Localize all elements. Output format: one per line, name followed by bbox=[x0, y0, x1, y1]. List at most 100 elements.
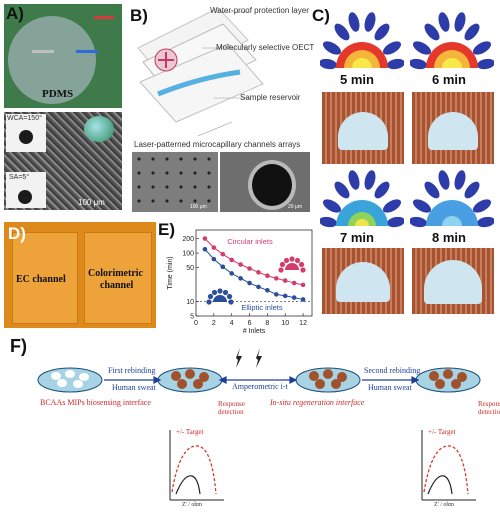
arrows bbox=[104, 376, 420, 384]
colorimetric-text-2: channel bbox=[100, 280, 134, 291]
x-tick-label: 4 bbox=[230, 320, 234, 327]
data-point bbox=[282, 293, 288, 299]
electrode-1 bbox=[37, 367, 103, 393]
panel-d: D) EC channel Colorimetric channel bbox=[4, 222, 156, 328]
pdms-label: PDMS bbox=[42, 88, 74, 100]
device-schematic bbox=[137, 7, 264, 137]
data-point bbox=[220, 264, 226, 270]
ec-channel-text: EC channel bbox=[16, 274, 66, 285]
flower-sim-5 bbox=[320, 12, 404, 70]
electrode-4 bbox=[415, 367, 481, 393]
time-label-5: 5 min bbox=[340, 72, 374, 87]
panel-e-label: E) bbox=[158, 220, 175, 239]
series-label: Circular inlets bbox=[227, 237, 273, 246]
elliptic-inlet-icon bbox=[206, 288, 234, 305]
data-point bbox=[211, 245, 217, 250]
data-point bbox=[265, 287, 270, 293]
photo-5min-drop bbox=[338, 112, 388, 150]
red-marker bbox=[94, 16, 114, 19]
gray-marker bbox=[32, 50, 54, 53]
series-label: Elliptic inlets bbox=[241, 303, 283, 312]
panel-a: PDMS A) WCA=150° SA=5° 100 μm bbox=[4, 4, 126, 210]
panel-a-label: A) bbox=[6, 4, 24, 23]
photo-6min-drop bbox=[428, 112, 478, 150]
x-tick-label: 8 bbox=[265, 320, 269, 327]
data-point bbox=[238, 276, 243, 281]
xaxis-text-1: Z' / ohm bbox=[182, 502, 203, 508]
data-point bbox=[229, 271, 234, 276]
wca-text: WCA=150° bbox=[7, 115, 42, 122]
data-point bbox=[291, 295, 297, 300]
data-point bbox=[274, 292, 279, 297]
panel-b-label: B) bbox=[130, 6, 148, 25]
panel-f: F) bbox=[0, 336, 500, 514]
x-tick-label: 6 bbox=[248, 320, 252, 327]
y-tick-label: 100 bbox=[182, 251, 194, 258]
y-tick-label: 10 bbox=[186, 299, 194, 306]
water-droplet bbox=[84, 116, 114, 142]
pdms-circle bbox=[8, 16, 96, 104]
regeneration-scheme bbox=[37, 348, 481, 393]
second-rebinding-text: Second rebinding bbox=[364, 366, 421, 375]
circular-inlet-icon bbox=[278, 256, 306, 273]
layer-label-4: Laser-patterned microcapillary channels … bbox=[134, 140, 301, 149]
xaxis-text-2: Z' / ohm bbox=[434, 502, 455, 508]
sem-pore bbox=[248, 160, 296, 210]
data-point bbox=[300, 282, 306, 288]
human-sweat-text-1: Human sweat bbox=[112, 383, 156, 392]
y-tick-label: 50 bbox=[186, 265, 194, 272]
scale-a: 100 μm bbox=[78, 198, 105, 207]
flower-sim-6 bbox=[410, 12, 494, 70]
data-point bbox=[211, 256, 217, 262]
photo-8min-drop bbox=[424, 260, 482, 304]
interface-mid-text: In-situ regeneration interface bbox=[270, 398, 365, 407]
target-text-1: +/- Target bbox=[176, 428, 204, 436]
flower-sim-7 bbox=[320, 170, 404, 228]
data-point bbox=[247, 266, 252, 271]
layer-label-2: Molecularly selective OECT bbox=[216, 43, 315, 52]
data-point bbox=[229, 257, 234, 263]
interface-left-text: BCAAs MIPs biosensing interface bbox=[40, 398, 151, 407]
data-point bbox=[265, 273, 270, 279]
x-tick-label: 0 bbox=[194, 320, 198, 327]
wca-droplet bbox=[19, 130, 33, 144]
ec-channel-chip bbox=[12, 232, 78, 324]
target-text-2: +/- Target bbox=[428, 428, 456, 436]
layer-label-1: Water-proof protection layer bbox=[210, 6, 309, 15]
response-text-2: Response detection bbox=[478, 400, 500, 416]
x-axis-label: # Inlets bbox=[243, 328, 266, 334]
human-sweat-text-2: Human sweat bbox=[368, 383, 412, 392]
panel-f-label: F) bbox=[10, 336, 27, 356]
photo-7min-drop bbox=[336, 262, 390, 302]
x-tick-label: 10 bbox=[281, 320, 289, 327]
time-label-6: 6 min bbox=[432, 72, 466, 87]
electrode-3 bbox=[295, 367, 361, 393]
data-point bbox=[291, 280, 297, 286]
sem-right-scale: 20 μm bbox=[288, 204, 302, 210]
panel-c: C) 5 min 6 min bbox=[312, 0, 500, 314]
panel-b: B) Water-proof protection layer Molecula… bbox=[128, 0, 318, 214]
layer-label-3: Sample reservoir bbox=[240, 93, 301, 102]
data-point bbox=[238, 262, 243, 267]
x-tick-label: 2 bbox=[212, 320, 216, 327]
data-point bbox=[202, 246, 208, 252]
y-tick-label: 200 bbox=[182, 236, 194, 243]
oect-element bbox=[154, 48, 178, 72]
nyquist-plot-1 bbox=[169, 430, 224, 501]
colorimetric-text-1: Colorimetric bbox=[88, 268, 143, 279]
electrode-2 bbox=[157, 367, 223, 393]
data-point bbox=[256, 284, 261, 290]
data-point bbox=[300, 297, 306, 302]
data-point bbox=[247, 280, 252, 286]
data-point bbox=[220, 251, 226, 257]
y-axis-label: Time (min) bbox=[167, 256, 174, 289]
panel-d-label: D) bbox=[8, 224, 26, 243]
data-point bbox=[202, 236, 208, 241]
amperometric-text: Amperometric i-t bbox=[232, 382, 288, 391]
response-text-1: Response detection bbox=[218, 400, 245, 416]
data-point bbox=[256, 270, 261, 275]
panel-c-label: C) bbox=[312, 6, 330, 25]
colorimetric-chip bbox=[84, 232, 152, 324]
sem-left-image bbox=[132, 152, 218, 212]
